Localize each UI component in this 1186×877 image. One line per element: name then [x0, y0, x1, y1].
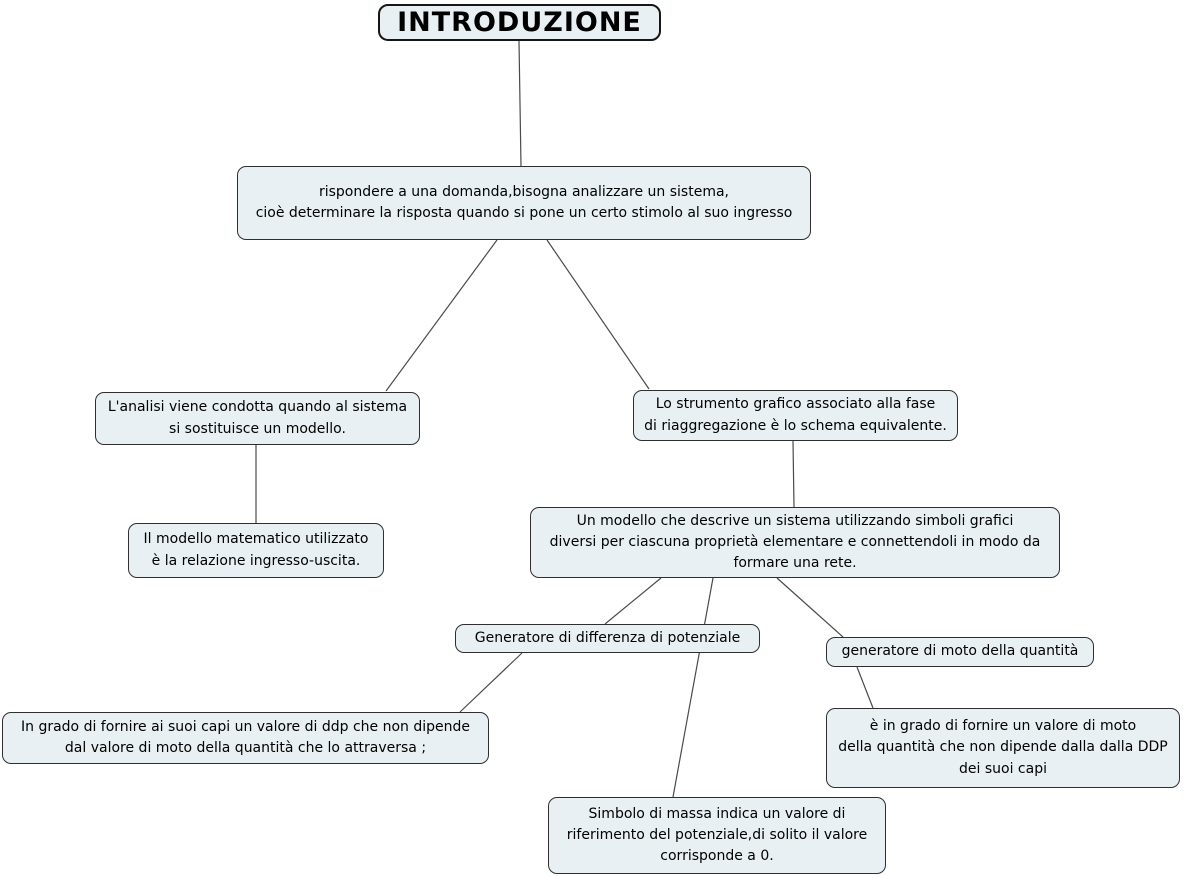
connector-rispondere-to-analisi [385, 239, 498, 392]
connector-rete-to-generatore-ddp [604, 577, 662, 625]
connector-moto-to-fornire-moto [856, 666, 874, 709]
connector-strumento-to-rete [792, 440, 795, 508]
connector-rispondere-to-strumento [546, 239, 650, 390]
node-generatore-moto[interactable]: generatore di moto della quantità [826, 637, 1094, 667]
node-strumento-grafico[interactable]: Lo strumento grafico associato alla fase… [633, 390, 958, 441]
node-generatore-ddp[interactable]: Generatore di differenza di potenziale [455, 624, 760, 653]
node-simbolo-massa[interactable]: Simbolo di massa indica un valore di rif… [548, 797, 886, 874]
node-title-introduzione[interactable]: INTRODUZIONE [378, 4, 661, 41]
connector-ddp-to-fornire-ddp [459, 652, 523, 713]
connector-rete-to-generatore-moto [776, 577, 844, 638]
node-rispondere-domanda[interactable]: rispondere a una domanda,bisogna analizz… [237, 166, 811, 240]
connector-rete-to-simbolo-massa [672, 577, 714, 798]
node-modello-matematico[interactable]: Il modello matematico utilizzato è la re… [128, 523, 384, 578]
node-fornire-ddp[interactable]: In grado di fornire ai suoi capi un valo… [2, 712, 489, 764]
node-modello-rete[interactable]: Un modello che descrive un sistema utili… [530, 507, 1060, 578]
node-fornire-moto[interactable]: è in grado di fornire un valore di moto … [826, 708, 1180, 788]
connector-title-to-rispondere [518, 40, 522, 167]
node-analisi-modello[interactable]: L'analisi viene condotta quando al siste… [95, 392, 420, 445]
